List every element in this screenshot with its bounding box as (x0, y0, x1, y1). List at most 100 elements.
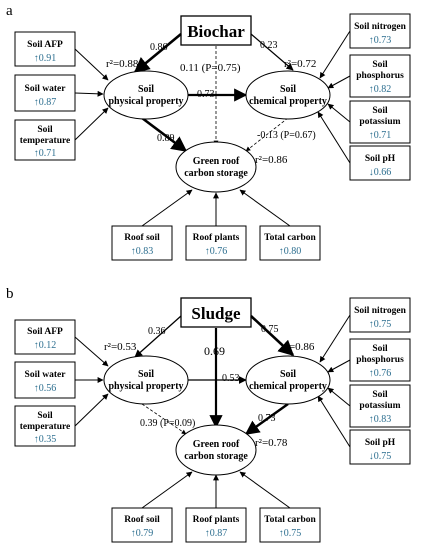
treatment-title: Biochar (187, 22, 245, 41)
right-item-label-line2: phosphorus (356, 71, 404, 81)
left-item-box (14, 319, 76, 355)
left-item-value: ↑0.12 (34, 340, 57, 351)
panel-b: b Sludge Soil AFP ↑0.12 Soil water ↑0.56… (6, 286, 411, 543)
right-item-value: ↑0.76 (369, 368, 392, 379)
path-coefficient: 0.53 (222, 373, 240, 384)
left-item-box (14, 31, 76, 67)
chemical-property-node (245, 355, 331, 405)
r2-label: r²=0.86 (282, 341, 315, 353)
right-item-label: Soil nitrogen (354, 306, 407, 316)
physical-property-node (103, 70, 189, 120)
node-label-line2: physical property (108, 381, 183, 392)
left-item-label: Soil (37, 411, 53, 421)
path-arrow (133, 32, 182, 74)
path-coefficient: 0.23 (260, 40, 278, 51)
right-item-value: ↑0.71 (369, 130, 392, 141)
left-item-label: Soil AFP (27, 40, 63, 50)
node-label-line2: chemical property (249, 381, 327, 392)
left-item-box (14, 405, 76, 447)
right-item-label-line2: potassium (359, 401, 400, 411)
r2-label: r²=0.78 (255, 437, 288, 449)
indicator-arrow (74, 48, 109, 81)
indicator-arrow (239, 471, 291, 509)
path-arrow (134, 315, 182, 358)
bottom-item-value: ↑0.87 (205, 528, 228, 539)
indicator-arrow (327, 75, 351, 89)
bottom-item-box (185, 225, 247, 261)
left-item-value: ↑0.87 (34, 97, 57, 108)
bottom-item-label: Roof plants (193, 233, 240, 243)
indicator-arrow (141, 189, 193, 227)
carbon-storage-node (175, 141, 257, 193)
indicator-arrow (327, 103, 351, 123)
left-item-value: ↑0.71 (34, 148, 57, 159)
node-label-line2: carbon storage (184, 451, 248, 462)
right-item-label: Soil (372, 106, 388, 116)
bottom-item-label: Total carbon (264, 233, 316, 243)
left-item-label: Soil (37, 125, 53, 135)
left-item-label: Soil AFP (27, 327, 63, 337)
right-item-box (349, 384, 411, 428)
bottom-item-value: ↑0.83 (131, 246, 154, 257)
bottom-item-box (111, 225, 173, 261)
right-item-box (349, 338, 411, 382)
left-item-value: ↑0.35 (34, 434, 57, 445)
carbon-storage-node (175, 424, 257, 476)
node-label-line2: physical property (108, 96, 183, 107)
left-item-value: ↑0.56 (34, 383, 57, 394)
path-coefficient: 0.11 (P=0.75) (180, 62, 241, 74)
treatment-title: Sludge (191, 304, 241, 323)
left-item-value: ↑0.91 (34, 53, 57, 64)
right-item-label: Soil pH (365, 154, 396, 164)
path-arrow (141, 116, 188, 153)
indicator-arrow (239, 189, 291, 227)
r2-label: r²=0.53 (104, 341, 137, 353)
path-coefficient: 0.36 (148, 326, 166, 337)
panel-letter: a (6, 3, 13, 19)
indicator-arrow (74, 336, 109, 367)
treatment-title-box (180, 297, 252, 328)
r2-label: r²=0.86 (255, 154, 288, 166)
treatment-title-box (180, 15, 252, 46)
node-label: Soil (280, 369, 296, 380)
bottom-item-box (185, 507, 247, 543)
left-item-label-line2: temperature (20, 422, 70, 432)
path-arrow-dashed (141, 403, 187, 435)
path-coefficient: 0.39 (P=0.09) (140, 418, 195, 429)
indicator-arrow (319, 30, 351, 79)
right-item-value: ↓0.75 (369, 451, 392, 462)
indicator-arrow (74, 107, 109, 141)
path-coefficient: 0.69 (204, 344, 225, 358)
bottom-item-label: Roof soil (124, 515, 160, 525)
bottom-item-label: Total carbon (264, 515, 316, 525)
chemical-property-node (245, 70, 331, 120)
bottom-item-value: ↑0.76 (205, 246, 228, 257)
right-item-box (349, 100, 411, 144)
node-label: Soil (138, 84, 154, 95)
path-coefficient: -0.13 (P=0.67) (257, 130, 316, 141)
left-item-label: Soil water (25, 84, 67, 94)
path-coefficient: 0.75 (261, 324, 279, 335)
node-label: Soil (138, 369, 154, 380)
indicator-arrow (141, 471, 193, 509)
right-item-box (349, 297, 411, 333)
bottom-item-box (259, 225, 321, 261)
left-item-box (14, 74, 76, 112)
physical-property-node (103, 355, 189, 405)
indicator-arrow (319, 314, 351, 363)
right-item-label: Soil (372, 344, 388, 354)
node-label: Soil (280, 84, 296, 95)
right-item-value: ↓0.66 (369, 167, 392, 178)
bottom-item-value: ↑0.79 (131, 528, 154, 539)
r2-label: r²=0.72 (284, 58, 316, 70)
right-item-label: Soil nitrogen (354, 22, 407, 32)
right-item-value: ↑0.73 (369, 35, 392, 46)
path-arrow (250, 315, 295, 357)
right-item-label: Soil (372, 390, 388, 400)
left-item-label-line2: temperature (20, 136, 70, 146)
node-label-line2: chemical property (249, 96, 327, 107)
indicator-arrow (74, 393, 109, 427)
right-item-value: ↑0.83 (369, 414, 392, 425)
bottom-item-value: ↑0.75 (279, 528, 302, 539)
